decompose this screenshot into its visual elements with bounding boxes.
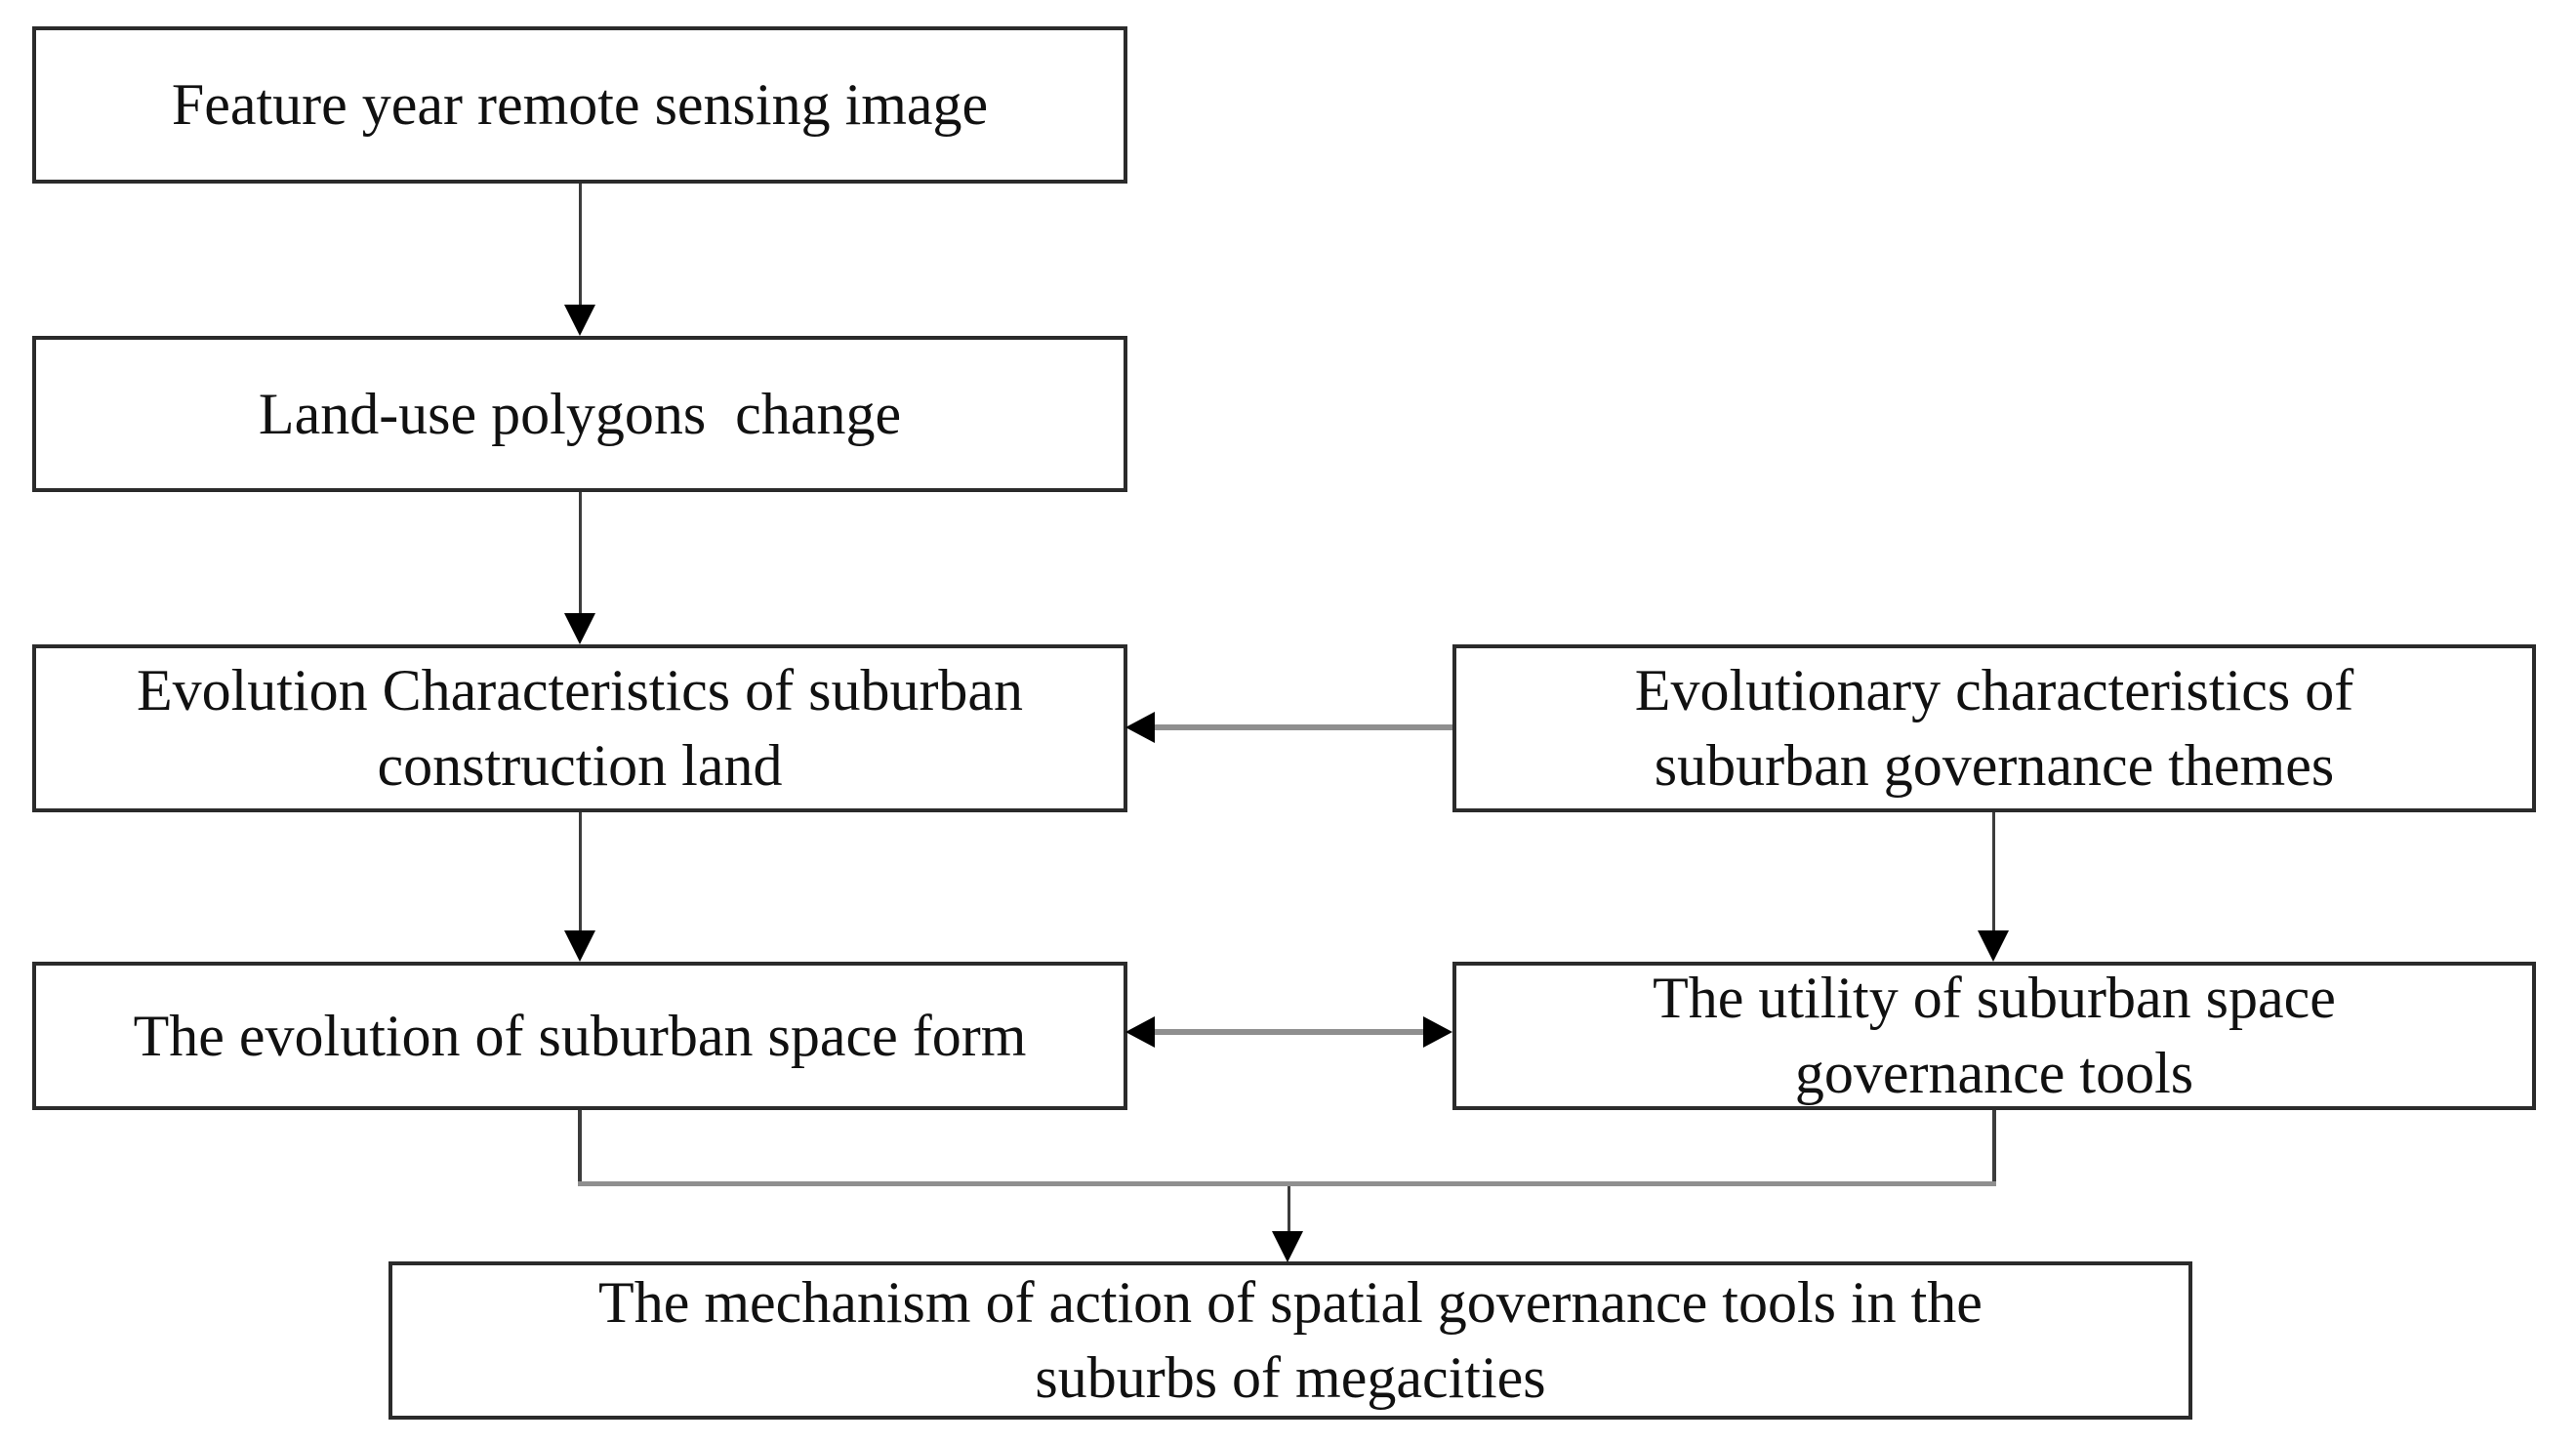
node-label: The mechanism of action of spatial gover… [598,1270,1983,1410]
node-label: Feature year remote sensing image [171,72,989,138]
node-evolution-of-suburban-space-form: The evolution of suburban space form [32,962,1127,1110]
arrow-evolution-to-spaceform-stem [579,812,582,932]
arrow-themes-to-evolution-left-arrowhead-icon [1125,712,1155,743]
connector-merge-down-arrowhead-icon [1272,1231,1303,1262]
node-label: Evolutionary characteristics of suburban… [1634,658,2354,798]
node-evolution-characteristics-construction-land: Evolution Characteristics of suburban co… [32,644,1127,812]
arrow-themes-to-tools-stem [1992,812,1995,932]
arrow-themes-to-evolution-line [1155,724,1452,730]
arrow-evolution-to-spaceform-down-arrowhead-icon [564,930,595,962]
arrow-landuse-to-evolution-down-arrowhead-icon [564,613,595,644]
arrow-spaceform-tools-right-arrowhead-icon [1423,1016,1452,1048]
arrow-feature-to-landuse-down-arrowhead-icon [564,305,595,336]
node-evolutionary-characteristics-governance-themes: Evolutionary characteristics of suburban… [1452,644,2536,812]
arrow-spaceform-tools-left-arrowhead-icon [1125,1016,1155,1048]
arrow-themes-to-tools-down-arrowhead-icon [1978,930,2009,962]
node-label: The utility of suburban space governance… [1653,966,2336,1105]
node-land-use-polygons-change: Land-use polygons change [32,336,1127,492]
connector-spaceform-drop [578,1110,582,1186]
connector-merge-horizontal-line [578,1181,1996,1186]
node-utility-of-space-governance-tools: The utility of suburban space governance… [1452,962,2536,1110]
connector-merge-to-mechanism-stem [1288,1186,1290,1233]
node-feature-year-remote-sensing-image: Feature year remote sensing image [32,26,1127,184]
node-label: Land-use polygons change [258,381,902,446]
node-label: Evolution Characteristics of suburban co… [136,658,1024,798]
connector-tools-drop [1992,1110,1996,1186]
node-label: The evolution of suburban space form [133,1003,1027,1068]
arrow-feature-to-landuse-stem [579,184,582,307]
node-mechanism-of-action-spatial-governance-tools: The mechanism of action of spatial gover… [388,1261,2192,1420]
arrow-spaceform-tools-double-line [1155,1029,1423,1035]
arrow-landuse-to-evolution-stem [579,492,582,615]
